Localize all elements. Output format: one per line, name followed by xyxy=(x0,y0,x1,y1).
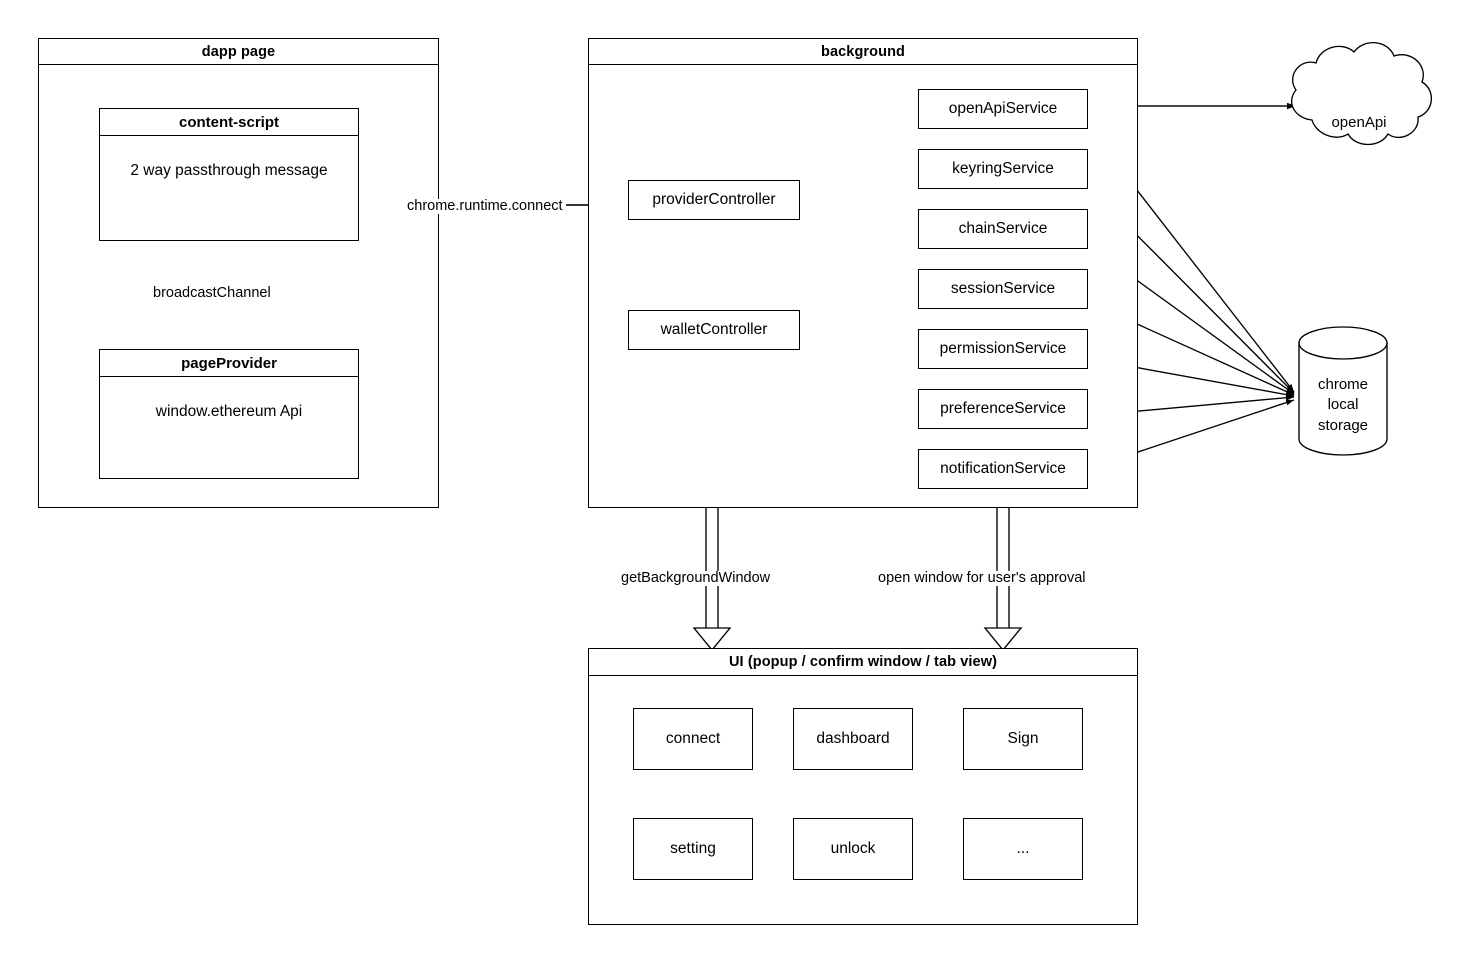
block-arrow-approval-shaft xyxy=(996,490,1010,630)
ui-view-more-label: ... xyxy=(1016,840,1030,857)
chrome-runtime-connect-label: chrome.runtime.connect xyxy=(404,199,566,214)
ui-container: UI (popup / confirm window / tab view) xyxy=(588,648,1138,925)
permission-service-node[interactable]: permissionService xyxy=(918,329,1088,369)
storage-cylinder-top xyxy=(1298,342,1388,360)
storage-label-line2: local xyxy=(1327,396,1359,414)
preference-service-node[interactable]: preferenceService xyxy=(918,389,1088,429)
ui-view-dashboard[interactable]: dashboard xyxy=(793,708,913,770)
open-api-service-node[interactable]: openApiService xyxy=(918,89,1088,129)
notification-service-node[interactable]: notificationService xyxy=(918,449,1088,489)
open-window-approval-label: open window for user's approval xyxy=(875,571,1089,586)
content-script-body: 2 way passthrough message xyxy=(130,162,328,179)
provider-controller-label: providerController xyxy=(652,191,776,209)
keyring-service-label: keyringService xyxy=(952,160,1054,178)
ui-view-sign[interactable]: Sign xyxy=(963,708,1083,770)
ui-view-sign-label: Sign xyxy=(1007,730,1039,747)
session-service-label: sessionService xyxy=(950,280,1056,298)
chain-service-label: chainService xyxy=(958,220,1048,238)
storage-label-line1: chrome xyxy=(1317,376,1369,393)
wallet-controller-node[interactable]: walletController xyxy=(628,310,800,350)
open-api-cloud-node[interactable]: openApi xyxy=(1284,58,1434,168)
dapp-page-title: dapp page xyxy=(39,39,438,65)
wallet-controller-label: walletController xyxy=(660,321,768,339)
content-script-title: content-script xyxy=(100,109,358,136)
get-background-window-label: getBackgroundWindow xyxy=(618,571,774,586)
block-arrow-approval-head xyxy=(983,627,1023,652)
preference-service-label: preferenceService xyxy=(940,400,1066,418)
notification-service-label: notificationService xyxy=(940,460,1066,478)
storage-cylinder-body xyxy=(1298,326,1388,456)
keyring-service-node[interactable]: keyringService xyxy=(918,149,1088,189)
page-provider-panel: pageProvider window.ethereum Api xyxy=(99,349,359,479)
permission-service-label: permissionService xyxy=(939,340,1067,358)
chrome-local-storage-node[interactable]: chrome local storage xyxy=(1299,343,1387,455)
provider-controller-node[interactable]: providerController xyxy=(628,180,800,220)
open-api-service-label: openApiService xyxy=(948,100,1058,118)
ui-view-more[interactable]: ... xyxy=(963,818,1083,880)
open-api-cloud-label: openApi xyxy=(1331,114,1387,131)
storage-label-line3: storage xyxy=(1317,416,1369,434)
broadcast-channel-label: broadcastChannel xyxy=(150,286,274,301)
ui-view-unlock[interactable]: unlock xyxy=(793,818,913,880)
storage-label: chrome local storage xyxy=(1299,375,1387,436)
page-provider-body: window.ethereum Api xyxy=(155,403,303,420)
ui-view-setting[interactable]: setting xyxy=(633,818,753,880)
session-service-node[interactable]: sessionService xyxy=(918,269,1088,309)
ui-view-connect[interactable]: connect xyxy=(633,708,753,770)
ui-view-connect-label: connect xyxy=(665,730,721,747)
chain-service-node[interactable]: chainService xyxy=(918,209,1088,249)
ui-view-dashboard-label: dashboard xyxy=(816,730,890,747)
ui-title: UI (popup / confirm window / tab view) xyxy=(589,649,1137,676)
openapi-cloud-shape xyxy=(1291,42,1432,146)
ui-view-unlock-label: unlock xyxy=(830,840,876,857)
block-arrow-getbackgroundwindow-head xyxy=(692,627,732,652)
content-script-panel: content-script 2 way passthrough message xyxy=(99,108,359,241)
background-title: background xyxy=(589,39,1137,65)
ui-view-setting-label: setting xyxy=(670,840,716,857)
page-provider-title: pageProvider xyxy=(100,350,358,377)
